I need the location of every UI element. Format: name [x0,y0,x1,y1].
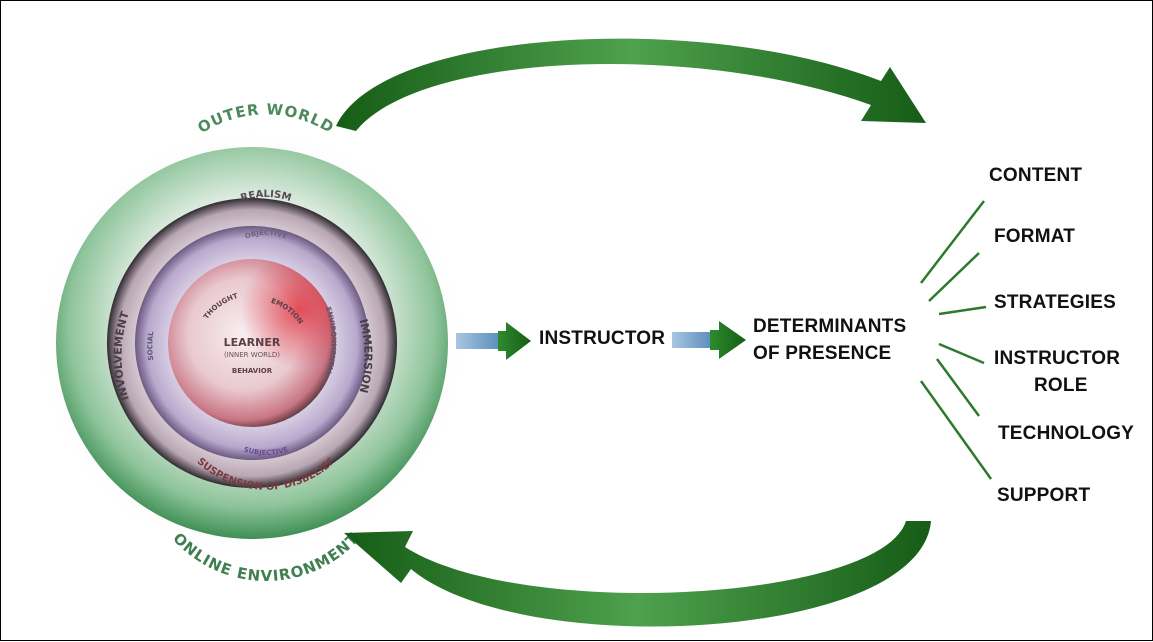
label-social: SOCIAL [146,330,155,361]
label-objective: OBJECTIVE [244,229,289,241]
label-learner: LEARNER [224,336,281,349]
factor-instructor-role-line1: INSTRUCTOR [994,348,1121,369]
arrow-to-determinants [672,321,746,359]
label-realism: REALISM [239,189,292,204]
top-cycle-arrow [336,38,926,131]
arrow-head-green [498,322,531,360]
line-strategies [938,305,987,316]
factor-technology: TECHNOLOGY [998,423,1135,444]
learner-glow [168,259,336,427]
instructor-label: INSTRUCTOR [539,328,666,349]
line-format [928,252,980,302]
label-subjective: SUBJECTIVE [243,445,290,457]
bottom-cycle-arrow [344,521,931,627]
factor-instructor-role-line2: ROLE [1034,375,1088,396]
bottom-curved-arrow [344,521,931,627]
label-behavior: BEHAVIOR [232,367,273,375]
arrow-to-instructor [456,322,531,360]
factor-strategies: STRATEGIES [994,292,1116,313]
top-curved-arrow [336,38,926,131]
label-inner-world: (INNER WORLD) [224,351,280,359]
line-technology [935,358,981,417]
presence-model-circle: OUTER WORLD ONLINE ENVIRONMENT REALISM S… [37,100,467,585]
determinant-fan-lines [919,200,993,480]
determinants-label-line2: OF PRESENCE [753,343,892,364]
line-content [920,200,985,284]
arrow-tail-blue [456,333,498,349]
arrow-tail-blue [672,332,710,348]
arrow-head-green [710,321,746,359]
factor-format: FORMAT [994,226,1076,247]
determinants-label-line1: DETERMINANTS [753,316,907,337]
label-immersion: IMMERSION [356,318,374,395]
factor-support: SUPPORT [997,485,1091,506]
line-support [919,380,993,480]
line-instructor-role [938,342,985,365]
factor-content: CONTENT [989,165,1083,186]
